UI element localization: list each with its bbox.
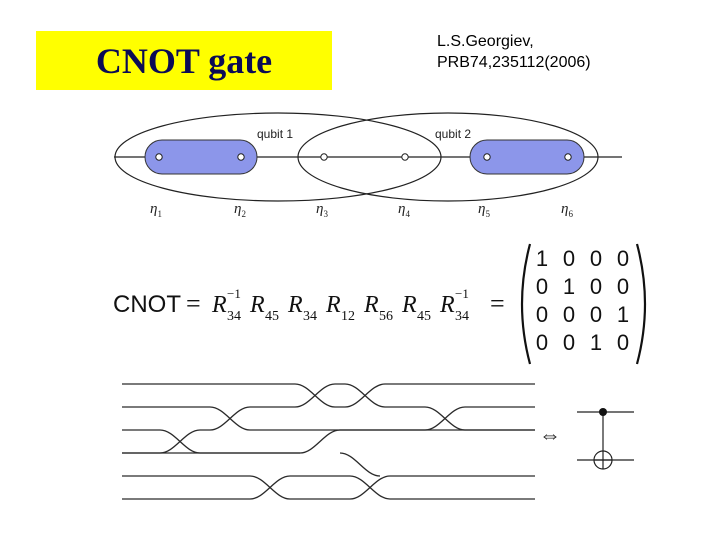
factor-base: R <box>249 292 265 318</box>
equivalence-symbol: ⇔ <box>539 422 561 447</box>
matrix-entry: 0 <box>563 246 575 271</box>
factor-subscript: 34 <box>227 309 241 324</box>
qubit2-label: qubit 2 <box>435 127 471 141</box>
braid-strands <box>122 383 535 500</box>
eta-label-1: η1 <box>150 201 162 219</box>
qubit-diagram: qubit 1 qubit 2 η1 η2 η3 η4 η5 η6 <box>114 112 622 219</box>
factor-base: R <box>211 292 227 318</box>
anyon-dot-2 <box>237 153 245 161</box>
matrix-entry: 0 <box>590 274 602 299</box>
braid-diagram: ⇔ <box>122 383 634 500</box>
matrix-entry: 0 <box>536 330 548 355</box>
qubit1-pair <box>144 139 258 175</box>
citation-reference: PRB74,235112(2006) <box>437 54 591 71</box>
braid-strand-1 <box>122 383 535 408</box>
anyon-dot-6 <box>564 153 572 161</box>
matrix-entry: 0 <box>563 330 575 355</box>
matrix-entry: 1 <box>617 302 629 327</box>
matrix-entry: 1 <box>590 330 602 355</box>
factor-subscript: 12 <box>341 309 355 324</box>
factor-superscript: −1 <box>227 286 241 301</box>
eta-label-5: η5 <box>478 201 490 219</box>
matrix-left-paren <box>520 243 532 365</box>
factor-subscript: 45 <box>265 309 279 324</box>
citation: L.S.Georgiev, PRB74,235112(2006) <box>437 31 591 73</box>
eta-labels: η1 η2 η3 η4 η5 η6 <box>150 201 573 219</box>
equation-equals: = <box>186 289 201 318</box>
matrix-entry: 1 <box>536 246 548 271</box>
cnot-circuit-symbol <box>577 408 634 470</box>
equation-lhs: CNOT <box>113 291 181 318</box>
slide-title: CNOT gate <box>95 40 273 81</box>
title-box: CNOT gate <box>36 31 332 90</box>
qubit1-label: qubit 1 <box>257 127 293 141</box>
matrix-entry: 0 <box>590 302 602 327</box>
factor-base: R <box>401 292 417 318</box>
matrix-entry: 0 <box>617 246 629 271</box>
braid-strand-5 <box>122 475 535 500</box>
eta-label-6: η6 <box>561 201 573 219</box>
braid-strand-4 <box>122 383 535 454</box>
qubit2-outer-ellipse <box>297 112 599 202</box>
factor-subscript: 45 <box>417 309 431 324</box>
matrix-entry: 0 <box>536 274 548 299</box>
factor-base: R <box>325 292 341 318</box>
matrix-entry: 0 <box>617 330 629 355</box>
control-dot <box>599 408 607 416</box>
matrix-entry: 1 <box>563 274 575 299</box>
matrix-right-paren <box>635 243 647 365</box>
matrix-entry: 0 <box>536 302 548 327</box>
factor-subscript: 34 <box>455 309 469 324</box>
matrix-entry: 0 <box>563 302 575 327</box>
citation-author: L.S.Georgiev, <box>437 33 534 50</box>
braid-strand-2 <box>122 406 535 431</box>
qubit2-pair <box>469 139 585 175</box>
factor-subscript: 56 <box>379 309 393 324</box>
eta-label-2: η2 <box>234 201 246 219</box>
anyon-dot-5 <box>483 153 491 161</box>
eta-label-4: η4 <box>398 201 410 219</box>
anyon-dot-1 <box>155 153 163 161</box>
eta-label-3: η3 <box>316 201 328 219</box>
factor-base: R <box>439 292 455 318</box>
matrix-entry: 0 <box>617 274 629 299</box>
qubit1-outer-ellipse <box>114 112 442 202</box>
braid-strand-6 <box>122 475 535 500</box>
matrix-equals: = <box>490 289 505 318</box>
factor-subscript: 34 <box>303 309 317 324</box>
braid-strand-3 <box>122 429 535 454</box>
anyon-dot-4 <box>401 153 409 161</box>
braid-strand-7 <box>122 452 381 477</box>
factor-base: R <box>287 292 303 318</box>
anyon-dots <box>155 153 572 161</box>
matrix-entry: 0 <box>590 246 602 271</box>
factor-base: R <box>363 292 379 318</box>
factor-superscript: −1 <box>455 286 469 301</box>
anyon-dot-3 <box>320 153 328 161</box>
